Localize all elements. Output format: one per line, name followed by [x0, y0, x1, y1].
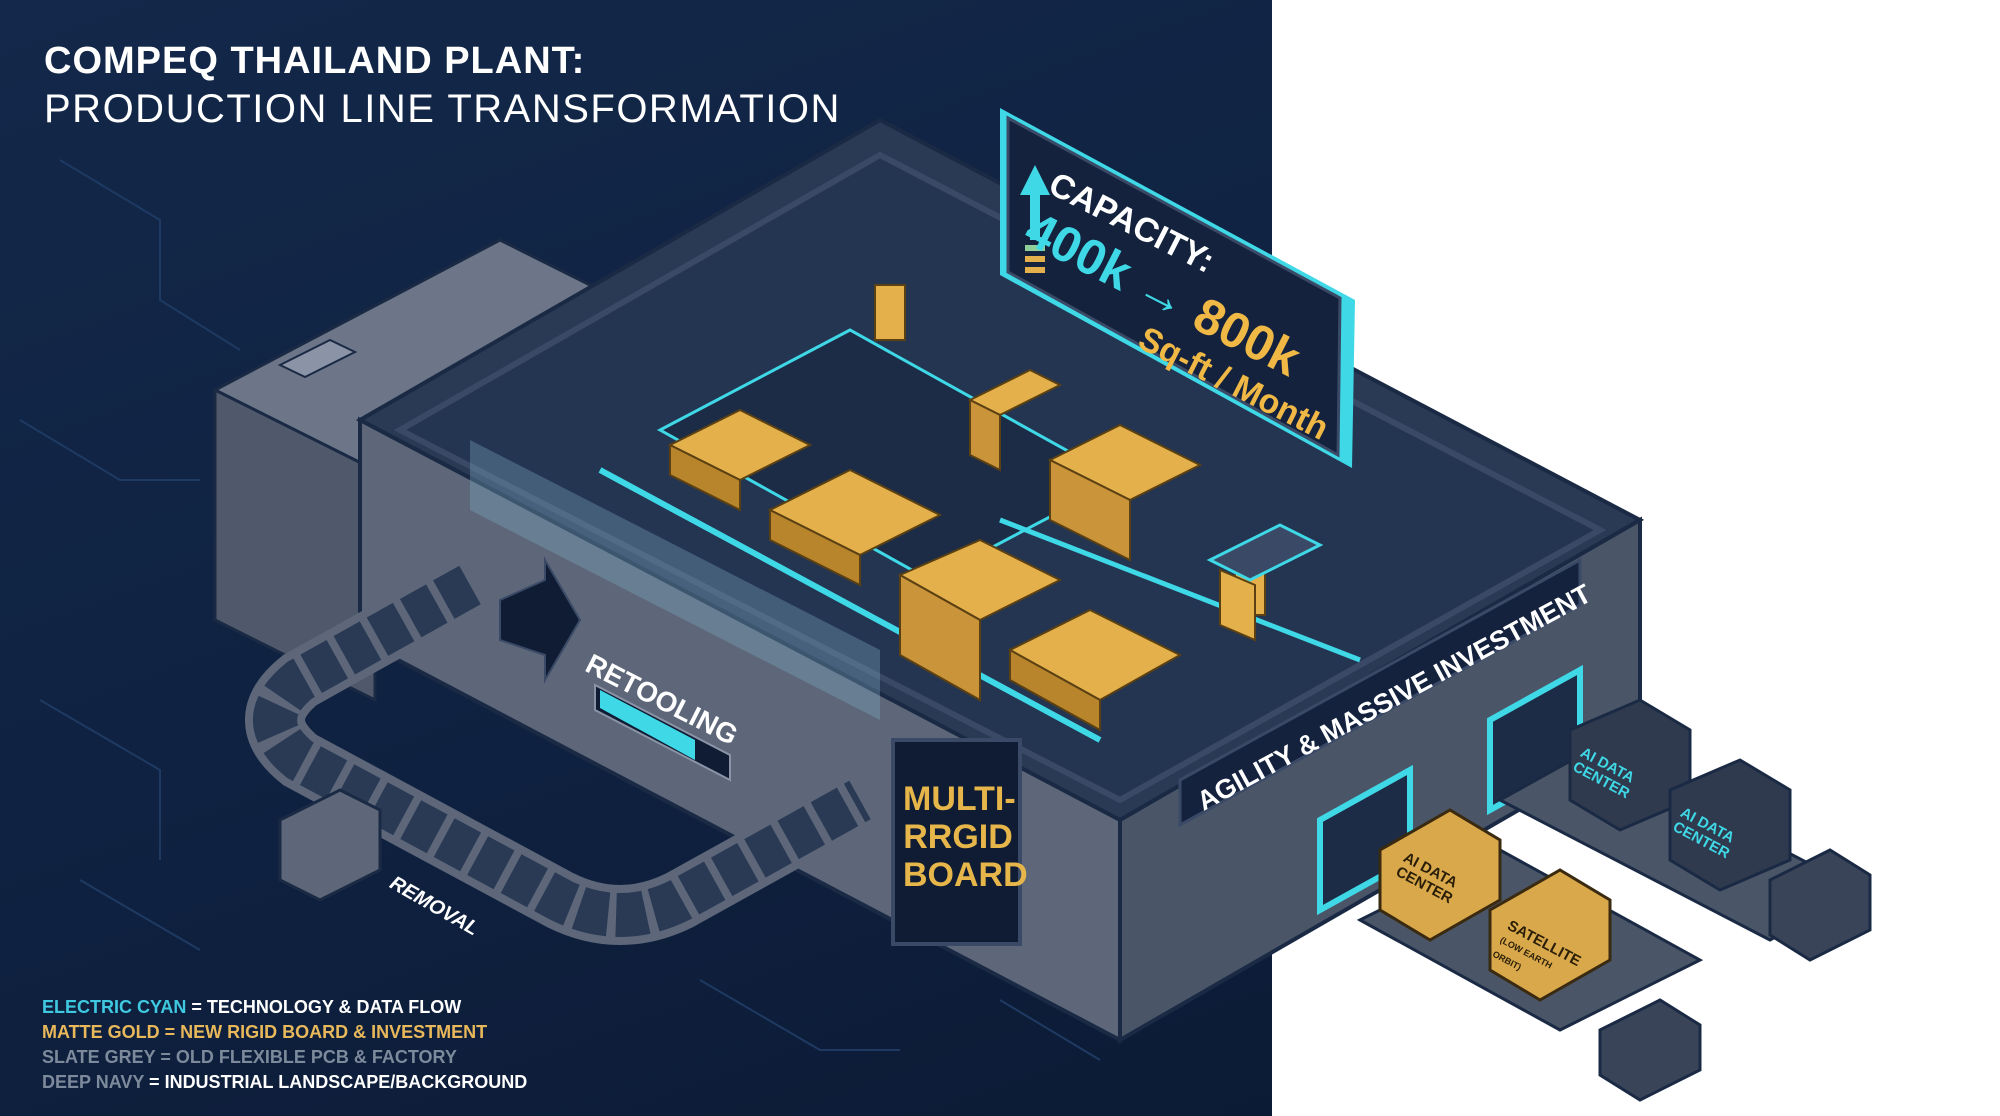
- legend-key: DEEP NAVY: [42, 1072, 145, 1092]
- product-sign-line-3: BOARD: [903, 856, 1028, 894]
- legend-item: DEEP NAVY = INDUSTRIAL LANDSCAPE/BACKGRO…: [42, 1070, 527, 1095]
- circuit-traces: [19, 159, 1101, 1061]
- legend-sep: =: [144, 1072, 165, 1092]
- legend-key: ELECTRIC CYAN: [42, 997, 187, 1017]
- legend-desc: OLD FLEXIBLE PCB & FACTORY: [175, 1047, 457, 1067]
- legend-sep: =: [159, 1022, 181, 1042]
- color-legend: ELECTRIC CYAN = TECHNOLOGY & DATA FLOW M…: [42, 995, 527, 1095]
- legend-desc: INDUSTRIAL LANDSCAPE/BACKGROUND: [164, 1072, 528, 1092]
- page-title: COMPEQ THAILAND PLANT: PRODUCTION LINE T…: [44, 40, 841, 132]
- legend-sep: =: [155, 1047, 176, 1067]
- legend-desc: TECHNOLOGY & DATA FLOW: [206, 997, 462, 1017]
- legend-item: SLATE GREY = OLD FLEXIBLE PCB & FACTORY: [42, 1045, 527, 1070]
- legend-desc: NEW RIGID BOARD & INVESTMENT: [180, 1022, 488, 1042]
- up-arrow-icon: [1020, 165, 1050, 240]
- old-factory-building: [211, 238, 664, 703]
- legend-item: MATTE GOLD = NEW RIGID BOARD & INVESTMEN…: [42, 1020, 527, 1045]
- product-sign: MULTI- RRGID BOARD: [903, 780, 1028, 894]
- legend-key: SLATE GREY: [42, 1047, 156, 1067]
- legend-item: ELECTRIC CYAN = TECHNOLOGY & DATA FLOW: [42, 995, 527, 1020]
- product-sign-line-2: RRGID: [903, 818, 1013, 856]
- shipping-area: [1317, 664, 1872, 1102]
- legend-sep: =: [186, 997, 207, 1017]
- removal-conveyor: [245, 558, 875, 945]
- title-line-1: COMPEQ THAILAND PLANT:: [44, 40, 586, 82]
- retooling-indicator: [499, 556, 731, 782]
- product-sign-panel: [891, 738, 1022, 946]
- capacity-sign-panel: [1000, 108, 1355, 468]
- legend-key: MATTE GOLD: [42, 1022, 160, 1042]
- title-line-2: PRODUCTION LINE TRANSFORMATION: [44, 87, 841, 131]
- product-sign-line-1: MULTI-: [903, 780, 1016, 818]
- removal-truck: [278, 788, 382, 902]
- investment-banner-panel: [1178, 557, 1582, 828]
- inspection-machine: [1206, 523, 1324, 642]
- forward-arrow-icon: [499, 556, 582, 684]
